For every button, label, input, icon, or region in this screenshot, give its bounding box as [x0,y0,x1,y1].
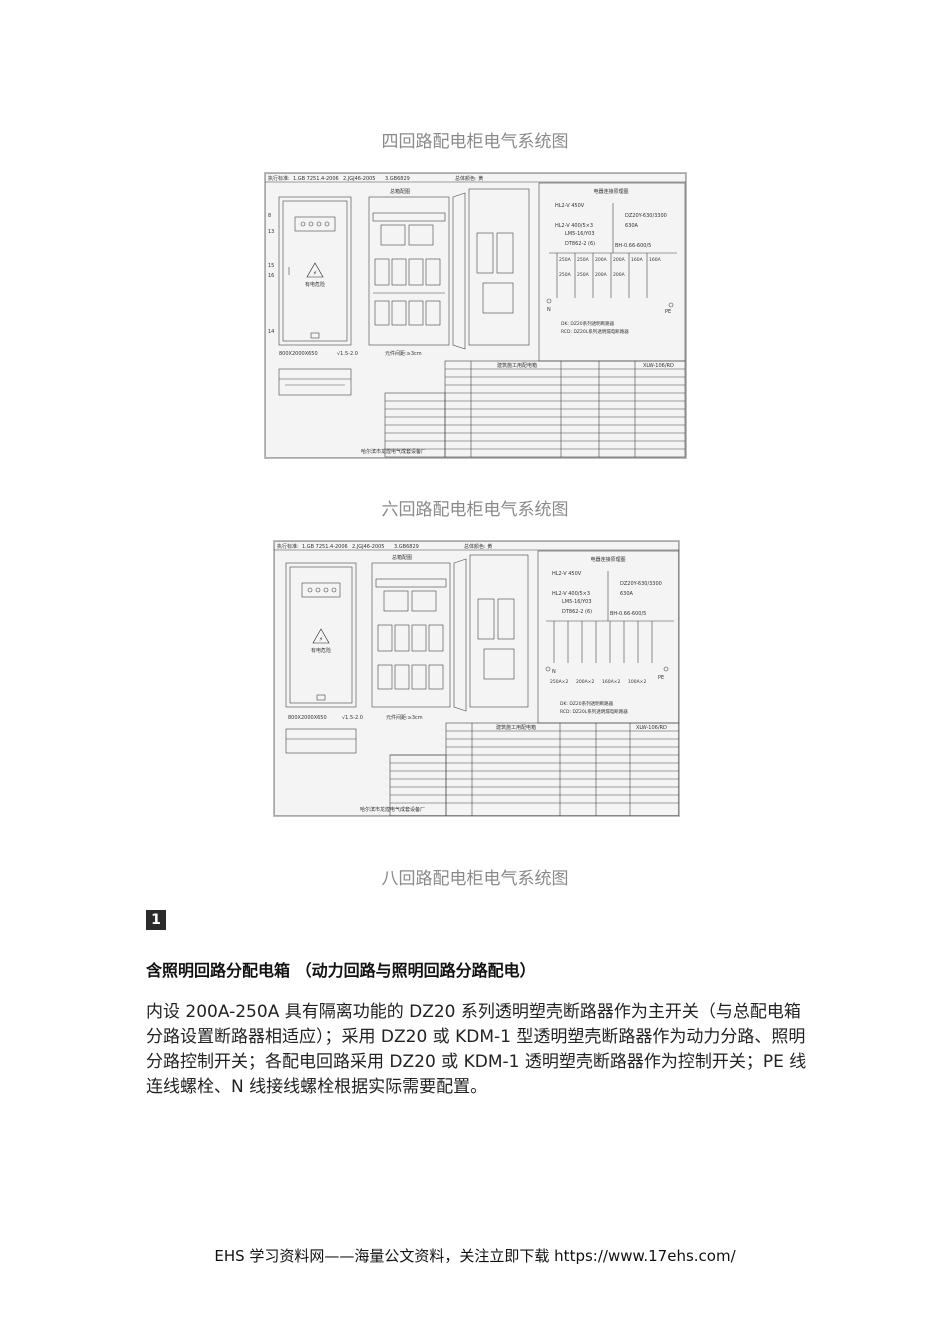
svg-text:DK: DZ20系列透明断路器: DK: DZ20系列透明断路器 [560,700,614,707]
four-circuit-diagram: 执行标准: 1.GB 7251.4-2006 2.JGJ46-2005 3.GB… [264,172,687,459]
panel-title: 总箱配图 [390,188,410,195]
svg-text:元件间距:≥3cm: 元件间距:≥3cm [386,714,423,721]
svg-text:200A: 200A [613,272,626,278]
six-circuit-diagram: 执行标准: 1.GB 7251.4-2006 2.JGJ46-2005 3.GB… [273,540,680,817]
svg-text:250A: 250A [577,272,590,278]
svg-text:800X2000X650: 800X2000X650 [288,715,327,721]
svg-text:BH-0.66-600/5: BH-0.66-600/5 [615,243,651,249]
svg-text:建筑施工用配电箱: 建筑施工用配电箱 [496,724,536,731]
svg-text:DT862-2 (6): DT862-2 (6) [562,609,592,615]
svg-text:总体颜色: 黄: 总体颜色: 黄 [464,543,492,550]
svg-text:HL2-V 400/5×3: HL2-V 400/5×3 [555,223,593,229]
svg-text:RCD: DZ20L系列透明漏电断路器: RCD: DZ20L系列透明漏电断路器 [560,708,628,715]
svg-text:BH-0.66-600/5: BH-0.66-600/5 [610,611,646,617]
svg-text:160A×2: 160A×2 [602,679,620,685]
svg-text:160A: 160A [631,257,644,263]
circuit-title: 电器连接原理图 [593,188,628,195]
svg-text:执行标准:: 执行标准: [277,543,299,550]
caption-eight-circuit: 八回路配电柜电气系统图 [381,869,569,889]
section-number-badge: 1 [146,910,166,930]
svg-text:8: 8 [268,213,271,219]
table-title: 建筑施工用配电箱 [497,362,537,369]
svg-text:N: N [552,669,556,675]
svg-text:1.GB 7251.4-2006: 1.GB 7251.4-2006 [293,176,339,182]
svg-text:13: 13 [268,229,274,235]
svg-text:LM5-16/Y03: LM5-16/Y03 [562,599,592,605]
svg-text:14: 14 [268,329,274,335]
svg-text:⚡: ⚡ [319,636,323,643]
svg-text:XLW-106/RD: XLW-106/RD [643,363,674,369]
svg-text:电器连接原理图: 电器连接原理图 [590,556,625,563]
caption-four-circuit: 四回路配电柜电气系统图 [381,132,569,152]
footer-link-text[interactable]: EHS 学习资料网——海量公文资料，关注立即下载 https://www.17e… [214,1247,736,1265]
svg-text:2.JGJ46-2005: 2.JGJ46-2005 [343,176,376,182]
standard-label: 执行标准: [268,175,290,182]
svg-text:HL2-V 450V: HL2-V 450V [555,203,585,209]
svg-text:DZ20Y-630/3300: DZ20Y-630/3300 [620,581,662,587]
svg-text:800X2000X650: 800X2000X650 [279,351,318,357]
svg-text:100A×2: 100A×2 [628,679,646,685]
svg-text:PE: PE [658,675,664,681]
svg-text:XLW-106/RD: XLW-106/RD [636,725,667,731]
svg-text:哈尔滨市龙煌电气成套设备厂: 哈尔滨市龙煌电气成套设备厂 [360,806,425,813]
svg-text:PE: PE [665,309,671,315]
svg-text:630A: 630A [620,591,634,597]
svg-text:3.GB6829: 3.GB6829 [385,176,410,182]
svg-text:DZ20Y-630/3300: DZ20Y-630/3300 [625,213,667,219]
svg-text:250A: 250A [559,272,572,278]
section-heading: 含照明回路分配电箱 （动力回路与照明回路分路配电） [146,961,536,980]
svg-text:HL2-V 450V: HL2-V 450V [552,571,582,577]
svg-text:RCD: DZ20L系列透明漏电断路器: RCD: DZ20L系列透明漏电断路器 [561,328,629,335]
svg-text:元件间距:≥3cm: 元件间距:≥3cm [385,350,422,357]
svg-text:有电危险: 有电危险 [311,647,331,654]
svg-text:N: N [547,307,551,313]
svg-text:630A: 630A [625,223,639,229]
svg-text:√1.5-2.0: √1.5-2.0 [337,351,358,357]
svg-text:250A: 250A [559,257,572,263]
svg-text:250A×2: 250A×2 [550,679,568,685]
svg-text:200A: 200A [613,257,626,263]
svg-text:DT862-2 (6): DT862-2 (6) [565,241,595,247]
svg-text:16: 16 [268,273,274,279]
svg-text:3.GB6829: 3.GB6829 [394,544,419,550]
svg-text:HL2-V 400/5×3: HL2-V 400/5×3 [552,591,590,597]
svg-text:2.JGJ46-2005: 2.JGJ46-2005 [352,544,385,550]
svg-text:15: 15 [268,263,274,269]
svg-text:200A×2: 200A×2 [576,679,594,685]
svg-text:250A: 250A [577,257,590,263]
svg-text:1.GB 7251.4-2006: 1.GB 7251.4-2006 [302,544,348,550]
svg-text:LM5-16/Y03: LM5-16/Y03 [565,231,595,237]
svg-text:160A: 160A [649,257,662,263]
svg-text:⚡: ⚡ [313,270,317,277]
warning-label: 有电危险 [305,281,325,288]
svg-text:总体颜色: 黄: 总体颜色: 黄 [455,175,483,182]
company-name: 哈尔滨市龙煌电气成套设备厂 [361,448,426,455]
svg-text:√1.5-2.0: √1.5-2.0 [342,715,363,721]
svg-text:200A: 200A [595,257,608,263]
caption-six-circuit: 六回路配电柜电气系统图 [381,500,569,520]
svg-text:总箱配图: 总箱配图 [392,554,412,561]
svg-text:DK: DZ20系列透明断路器: DK: DZ20系列透明断路器 [561,320,615,327]
svg-text:200A: 200A [595,272,608,278]
section-paragraph: 内设 200A-250A 具有隔离功能的 DZ20 系列透明塑壳断路器作为主开关… [146,1002,807,1097]
